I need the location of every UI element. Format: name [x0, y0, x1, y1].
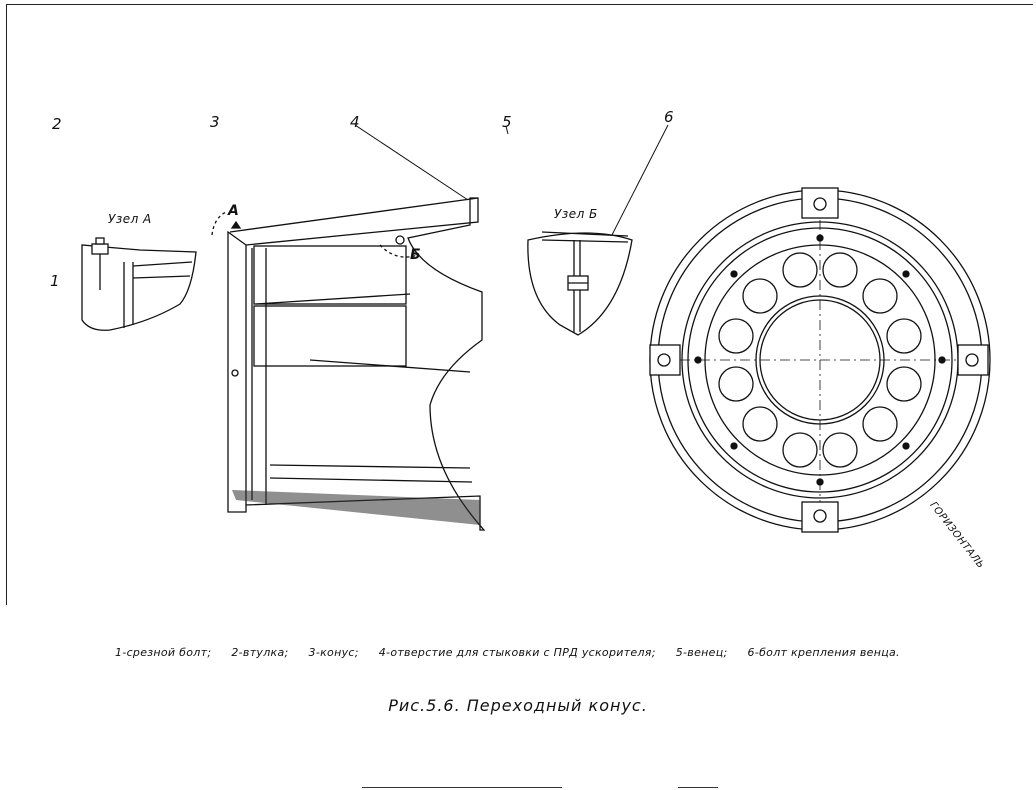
node-a-label: Узел А: [108, 212, 152, 226]
legend-item-3: 3-конус;: [308, 646, 359, 659]
bottom-line-left: [362, 787, 562, 788]
ring-holes: [718, 252, 922, 468]
callout-1: 1: [50, 272, 60, 290]
callout-5: 5: [502, 113, 512, 131]
ring-view: [649, 187, 991, 533]
callout-3: 3: [210, 113, 220, 131]
legend-item-5: 5-венец;: [675, 646, 728, 659]
callout-4: 4: [350, 113, 360, 131]
node-a-detail: [81, 237, 197, 331]
bottom-line-right: [678, 787, 718, 788]
marker-b: Б: [410, 247, 422, 263]
marker-a: А: [228, 203, 240, 219]
legend-item-2: 2-втулка;: [231, 646, 289, 659]
callout-2: 2: [52, 115, 62, 133]
legend: 1-срезной болт; 2-втулка; 3-конус; 4-отв…: [115, 646, 965, 659]
node-b-label: Узел Б: [554, 207, 598, 221]
node-b-detail: [527, 231, 633, 336]
cone-section: [211, 197, 486, 531]
drawing-frame: [6, 4, 1033, 605]
ring-bolts: [694, 234, 946, 486]
figure-caption: Рис.5.6. Переходный конус.: [388, 696, 648, 715]
callout-6: 6: [664, 108, 674, 126]
legend-item-1: 1-срезной болт;: [115, 646, 212, 659]
legend-item-4: 4-отверстие для стыковки с ПРД ускорител…: [378, 646, 656, 659]
legend-item-6: 6-болт крепления венца.: [747, 646, 900, 659]
